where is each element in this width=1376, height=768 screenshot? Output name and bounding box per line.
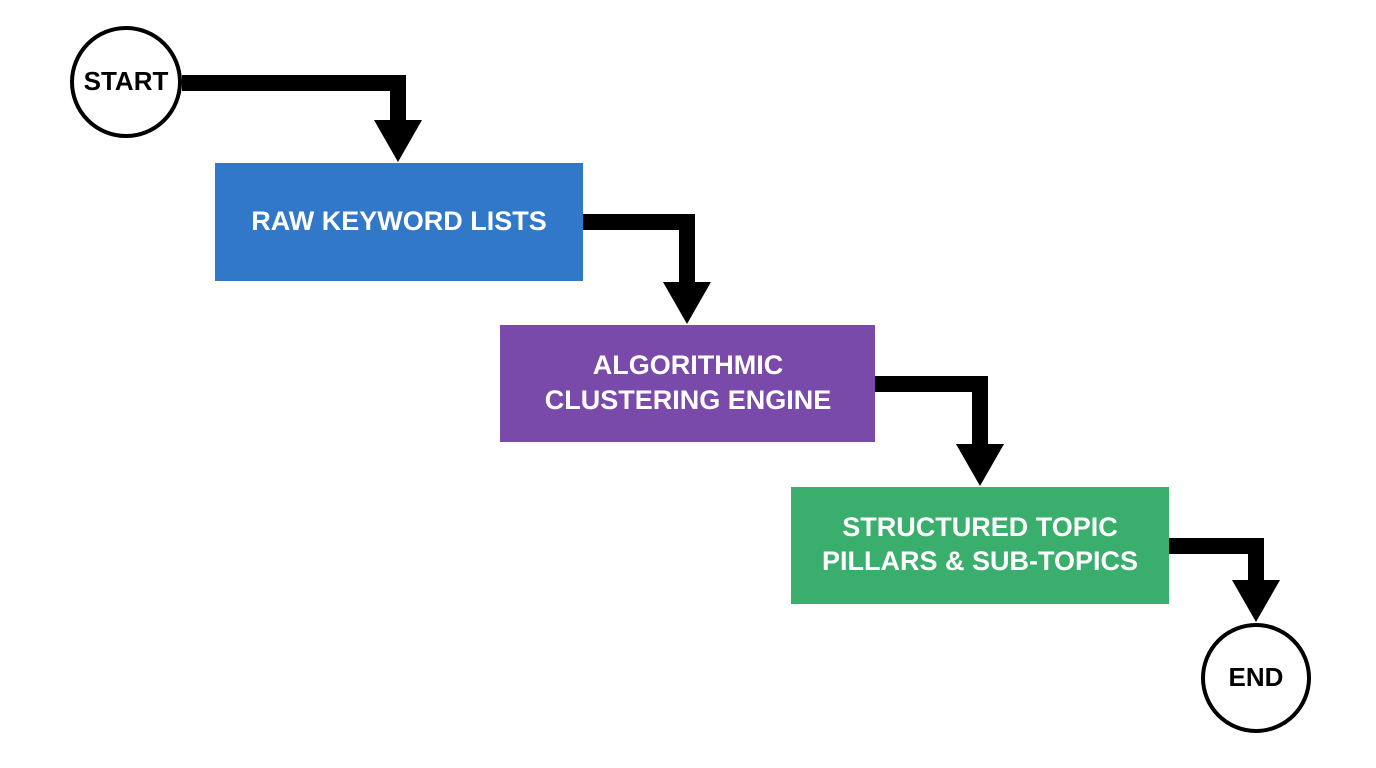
start-circle	[70, 26, 182, 138]
step-box-raw-keyword-lists	[215, 163, 583, 281]
step-label-line-2: PILLARS & SUB-TOPICS	[822, 546, 1138, 576]
step-box-structured-topic-pillars	[791, 487, 1169, 604]
start-label: START	[84, 66, 169, 96]
step-label-raw-keyword-lists: RAW KEYWORD LISTS	[251, 206, 547, 236]
end-node: END	[1201, 623, 1311, 733]
step-label-line-2: CLUSTERING ENGINE	[545, 385, 832, 415]
connectors	[182, 75, 1280, 622]
end-label: END	[1229, 662, 1284, 692]
step-label-line-1: STRUCTURED TOPIC	[842, 512, 1118, 542]
step-label-line-1: ALGORITHMIC	[593, 350, 783, 380]
step-box-algorithmic-clustering-engine	[500, 325, 875, 442]
start-node: START	[70, 26, 182, 138]
arrow-raw-keyword-lists-to-clustering-engine	[583, 214, 711, 324]
step-structured-topic-pillars: STRUCTURED TOPIC PILLARS & SUB-TOPICS	[791, 487, 1169, 604]
arrow-topic-pillars-to-end	[1169, 538, 1280, 622]
arrow-start-to-raw-keyword-lists	[182, 75, 422, 162]
arrow-clustering-engine-to-topic-pillars	[875, 376, 1004, 486]
step-algorithmic-clustering-engine: ALGORITHMIC CLUSTERING ENGINE	[500, 325, 875, 442]
step-raw-keyword-lists: RAW KEYWORD LISTS	[215, 163, 583, 281]
end-circle	[1201, 623, 1311, 733]
